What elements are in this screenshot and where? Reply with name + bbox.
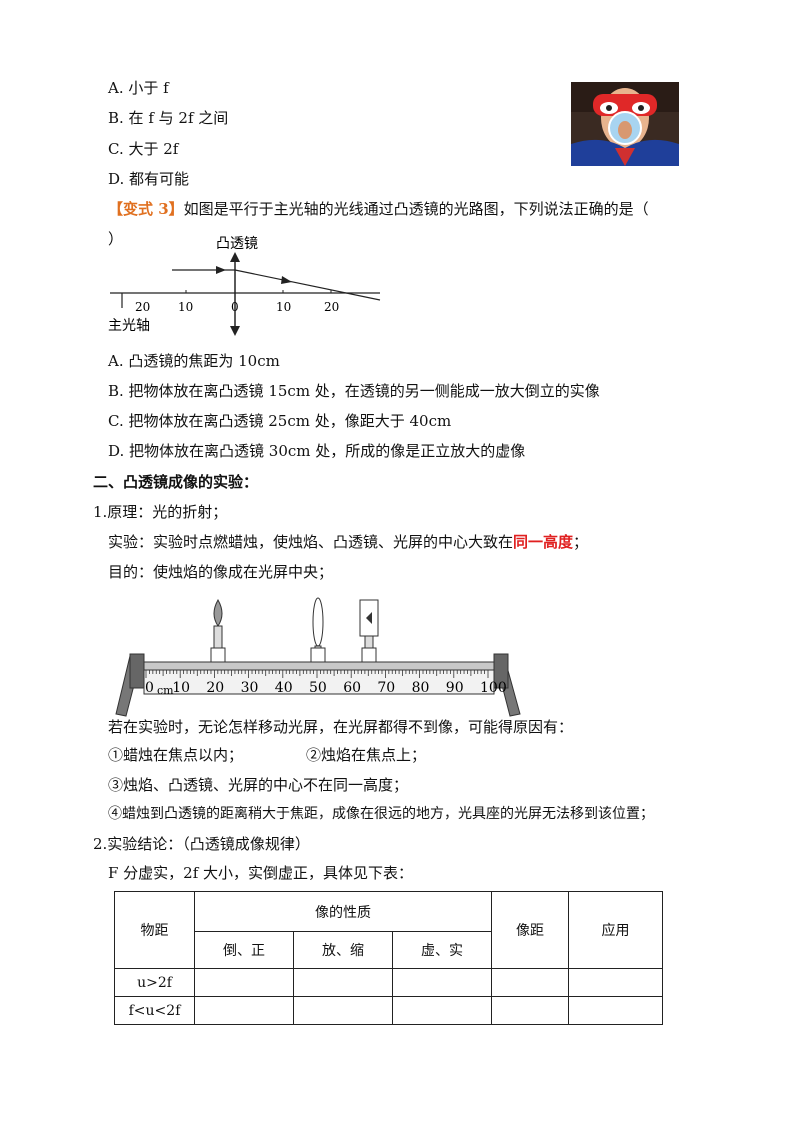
bench-scale-label: 50 <box>309 680 327 696</box>
reason-3: ③烛焰、凸透镜、光屏的中心不在同一高度； <box>108 776 409 794</box>
bench-scale-label: 80 <box>412 680 430 696</box>
purpose-line: 目的：使烛焰的像成在光屏中央； <box>108 563 334 581</box>
reason-4: ④蜡烛到凸透镜的距离稍大于焦距，成像在很远的地方，光具座的光屏无法移到该位置； <box>108 806 654 822</box>
summary-line: F 分虚实，2f 大小，实倒虚正，具体见下表： <box>108 864 414 882</box>
variant3-option-c: C. 把物体放在离凸透镜 25cm 处，像距大于 40cm <box>108 412 452 430</box>
bench-scale-label: 60 <box>343 680 361 696</box>
reason-1: ①蜡烛在焦点以内； <box>108 746 244 764</box>
variant3-tag: 【变式 3】 <box>108 200 184 218</box>
experiment-line: 实验：实验时点燃蜡烛，使烛焰、凸透镜、光屏的中心大致在同一高度； <box>108 532 588 552</box>
table-row-label: u>2f <box>114 968 195 997</box>
table-row-label: f<u<2f <box>114 996 195 1025</box>
bench-scale-label: 90 <box>446 680 464 696</box>
variant3-question-text: 如图是平行于主光轴的光线通过凸透镜的光路图，下列说法正确的是（ <box>183 200 649 218</box>
experiment-suffix: ； <box>573 533 589 551</box>
conclusion-item: 2.实验结论：（凸透镜成像规律） <box>93 835 310 853</box>
header-application: 应用 <box>568 891 663 969</box>
tick-label: 10 <box>276 300 291 314</box>
variant3-question: 【变式 3】如图是平行于主光轴的光线通过凸透镜的光路图，下列说法正确的是（ <box>108 199 649 219</box>
axis-label: 主光轴 <box>108 318 150 334</box>
subheader-virtual: 虚、实 <box>392 931 492 969</box>
lens-label: 凸透镜 <box>216 236 258 252</box>
bench-scale-label: 70 <box>377 680 395 696</box>
subheader-inverted: 倒、正 <box>194 931 294 969</box>
imaging-law-table: 物距 像的性质 像距 应用 倒、正 放、缩 虚、实 u>2f f<u<2f <box>114 891 663 1025</box>
tick-label: 0 <box>231 300 239 314</box>
variant3-question-close: ） <box>108 230 124 248</box>
variant3-option-a: A. 凸透镜的焦距为 10cm <box>108 352 280 370</box>
bench-scale-label: 20 <box>206 680 224 696</box>
section-heading: 二、凸透镜成像的实验： <box>93 473 259 491</box>
option-d: D. 都有可能 <box>108 170 190 188</box>
experiment-highlight: 同一高度 <box>513 533 574 551</box>
bench-scale-label: 10 <box>172 680 190 696</box>
water-lens-photo <box>571 82 679 166</box>
header-object-distance: 物距 <box>114 891 195 969</box>
tick-label: 10 <box>178 300 193 314</box>
tick-label: 20 <box>324 300 339 314</box>
tick-label: 20 <box>135 300 150 314</box>
option-b: B. 在 f 与 2f 之间 <box>108 109 229 127</box>
header-image-nature: 像的性质 <box>194 891 492 932</box>
bench-scale-label: 40 <box>275 680 293 696</box>
reason-2: ②烛焰在焦点上； <box>306 746 427 764</box>
bench-unit-label: cm <box>157 684 174 697</box>
bench-scale-label: 100 <box>480 680 507 696</box>
bench-scale-label: 30 <box>241 680 259 696</box>
option-c: C. 大于 2f <box>108 140 179 158</box>
experiment-text: 实验：实验时点燃蜡烛，使烛焰、凸透镜、光屏的中心大致在 <box>108 533 514 551</box>
lens-ray-diagram: 凸透镜 20 10 0 10 20 主光轴 <box>108 236 381 336</box>
reasons-intro: 若在实验时，无论怎样移动光屏，在光屏都得不到像，可能得原因有： <box>108 718 574 736</box>
header-image-distance: 像距 <box>491 891 569 969</box>
variant3-option-d: D. 把物体放在离凸透镜 30cm 处，所成的像是正立放大的虚像 <box>108 442 526 460</box>
variant3-option-b: B. 把物体放在离凸透镜 15cm 处，在透镜的另一侧能成一放大倒立的实像 <box>108 382 600 400</box>
bench-scale-label: 0 <box>145 680 154 696</box>
optical-bench: 0 10 20 30 40 50 60 70 80 90 100 cm <box>115 597 521 717</box>
subheader-magnified: 放、缩 <box>293 931 393 969</box>
principle-item: 1.原理：光的折射； <box>93 503 228 521</box>
option-a: A. 小于 f <box>108 79 169 97</box>
